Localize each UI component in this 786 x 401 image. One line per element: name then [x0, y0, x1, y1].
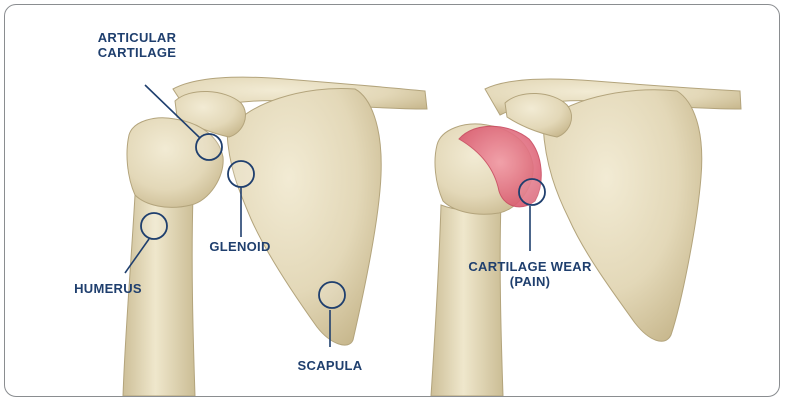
- diagram-frame: ARTICULAR CARTILAGE GLENOID HUMERUS SCAP…: [4, 4, 780, 397]
- articular-cartilage-label: ARTICULAR CARTILAGE: [77, 30, 197, 60]
- articular-cartilage-label-line1: ARTICULAR: [77, 30, 197, 45]
- left-shoulder: [123, 77, 427, 396]
- articular-cartilage-label-line2: CARTILAGE: [77, 45, 197, 60]
- shoulder-illustration: [5, 5, 779, 396]
- glenoid-marker: [228, 161, 254, 187]
- scapula-label: SCAPULA: [285, 358, 375, 373]
- glenoid-label: GLENOID: [195, 239, 285, 254]
- scapula-marker: [319, 282, 345, 308]
- right-humerus-shaft: [431, 201, 503, 396]
- cartilage-wear-label: CARTILAGE WEAR (PAIN): [460, 259, 600, 289]
- humerus-marker: [141, 213, 167, 239]
- articular-cartilage-marker: [196, 134, 222, 160]
- right-shoulder: [431, 79, 741, 396]
- left-scapula: [227, 88, 381, 345]
- cartilage-wear-label-line2: (PAIN): [460, 274, 600, 289]
- humerus-label: HUMERUS: [63, 281, 153, 296]
- cartilage-wear-marker: [519, 179, 545, 205]
- cartilage-wear-label-line1: CARTILAGE WEAR: [460, 259, 600, 274]
